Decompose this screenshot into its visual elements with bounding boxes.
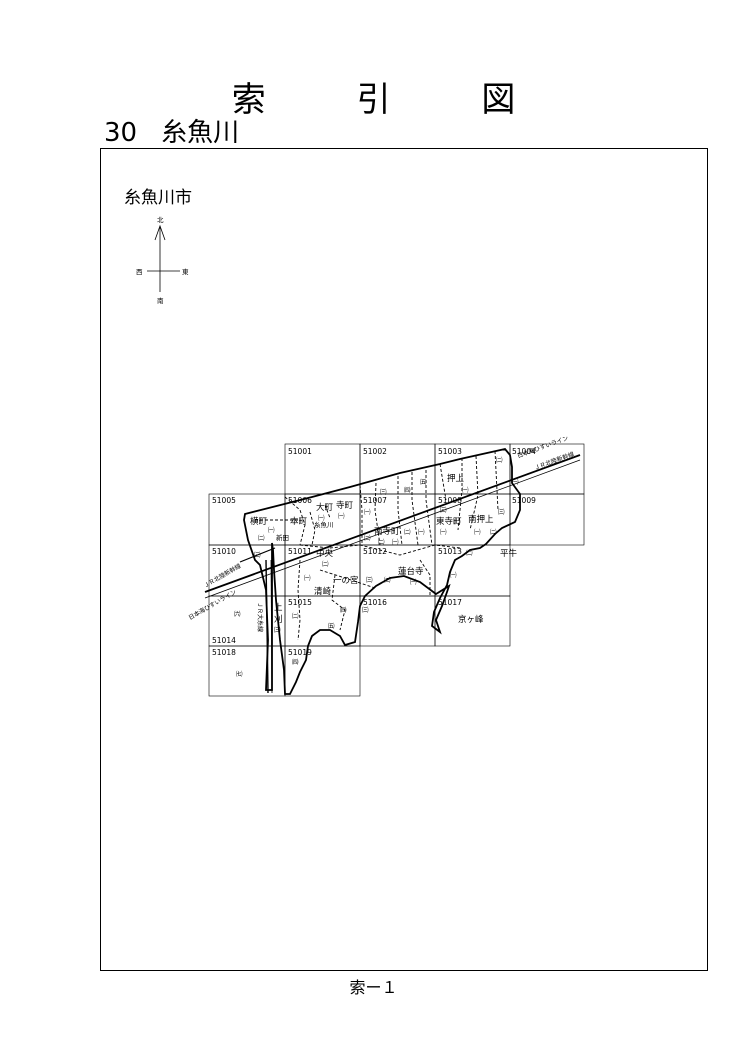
town-labels: 押上 大町 寺町 横町 本町 糸魚川 新田 南寺町 東寺町 南押上 中央 一の宮… <box>250 473 518 625</box>
town-heigyu: 平牛 <box>500 548 518 559</box>
numeral: ㈠ <box>474 527 481 536</box>
page-number: 索ー１ <box>349 978 398 997</box>
town-honmachi: 本町 <box>290 516 308 527</box>
sheet-label: 51004 <box>512 447 536 456</box>
title-char-2: 引 <box>356 80 391 120</box>
numeral: ㈦ <box>236 669 243 678</box>
title-char-3: 図 <box>481 80 516 120</box>
sheet-label: 51009 <box>512 496 536 505</box>
chome-numerals: ㈠ ㈡ ㈠ ㈤ ㈣ ㈢ ㈠ ㈠ ㈠ ㈠ ㈡ ㈢ ㈡ ㈡ ㈠ ㈡ ㈠ ㈢ ㈡ ㈠ … <box>234 455 519 678</box>
town-shinden: 新田 <box>276 533 289 542</box>
numeral: ㈡ <box>364 533 371 542</box>
numeral: ㈡ <box>466 548 473 557</box>
sheet-label: 51014 <box>212 636 236 645</box>
sheet-label: 51008 <box>438 496 462 505</box>
town-yokomachi: 横町 <box>250 516 268 527</box>
compass-east: 東 <box>182 267 189 276</box>
town-minamioshiage: 南押上 <box>468 514 494 525</box>
sheet-label: 51002 <box>363 447 387 456</box>
town-rendaiji: 蓮台寺 <box>398 566 424 577</box>
numeral: ㈠ <box>462 485 469 494</box>
town-omachi: 大町 <box>316 502 334 513</box>
numeral: ㈡ <box>384 575 391 584</box>
title-char-1: 索 <box>231 80 266 120</box>
sheet-label: 51016 <box>363 598 387 607</box>
numeral: ㈠ <box>318 513 325 522</box>
compass <box>147 224 180 292</box>
railways <box>204 454 581 694</box>
compass-north: 北 <box>157 216 164 224</box>
city-name: 糸魚川市 <box>124 188 192 208</box>
numeral: ㈡ <box>490 527 497 536</box>
numeral: ㈡ <box>292 611 299 620</box>
rail-label-oito: ＪＲ大糸線 <box>256 602 264 632</box>
town-higashiteramachi: 東寺町 <box>436 516 462 527</box>
town-chuo: 中央 <box>316 548 334 559</box>
sheet-label: 51017 <box>438 598 462 607</box>
sheet-label: 51003 <box>438 447 462 456</box>
numeral: ㈠ <box>512 477 519 486</box>
region-name: 糸魚川 <box>161 118 240 148</box>
town-kiyosaki: 清崎 <box>314 586 332 597</box>
numeral: ㈢ <box>362 605 369 614</box>
compass-west: 西 <box>136 268 143 276</box>
town-oshiage: 押上 <box>447 473 465 484</box>
numeral: ㈡ <box>454 517 461 526</box>
sheet-label: 51001 <box>288 447 312 456</box>
numeral: ㈡ <box>378 537 385 546</box>
numeral: ㈠ <box>410 577 417 586</box>
town-kamikariya-2: 刈 <box>274 614 283 625</box>
compass-south: 南 <box>157 296 164 305</box>
town-minamiteramachi: 南寺町 <box>374 526 400 537</box>
rail-label-hisui-west: 日本海ひすいライン <box>187 588 238 622</box>
numeral: ㈤ <box>420 477 427 486</box>
numeral: ㈠ <box>450 570 457 579</box>
numeral: ㈣ <box>404 485 411 494</box>
numeral: ㈥ <box>234 609 241 618</box>
region-number: 30 <box>104 118 138 148</box>
sheet-label: 51018 <box>212 648 236 657</box>
numeral: ㈢ <box>498 507 505 516</box>
town-kyogamine: 京ヶ峰 <box>458 614 484 625</box>
numeral: ㈢ <box>366 575 373 584</box>
sheet-label: 51005 <box>212 496 236 505</box>
sheet-label: 51019 <box>288 648 312 657</box>
numeral: ㈣ <box>292 657 299 666</box>
numeral: ㈢ <box>254 550 261 559</box>
rail-label-shinkansen: ＪＲ北陸新幹線 <box>533 450 575 472</box>
region-heading: 30 糸魚川 <box>104 112 239 149</box>
sheet-label: 51011 <box>288 547 312 556</box>
numeral: ㈢ <box>380 487 387 496</box>
numeral: ㈣ <box>340 605 347 614</box>
numeral: ㈠ <box>418 527 425 536</box>
numeral: ㈡ <box>322 559 329 568</box>
town-teramachi: 寺町 <box>336 501 354 511</box>
numeral: ㈠ <box>268 525 275 534</box>
numeral: ㈡ <box>258 533 265 542</box>
page-title: 索 引 図 <box>0 72 747 121</box>
numeral: ㈢ <box>274 625 281 634</box>
numeral: ㈡ <box>496 455 503 464</box>
city-boundary <box>243 448 521 695</box>
numeral: ㈡ <box>404 527 411 536</box>
sheet-label: 51013 <box>438 547 462 556</box>
map-frame <box>100 148 708 971</box>
town-itoigawa: 糸魚川 <box>314 520 334 529</box>
sheet-label: 51015 <box>288 598 312 607</box>
numeral: ㈠ <box>364 507 371 516</box>
town-ichinomiya: 一の宮 <box>333 575 359 586</box>
numeral: ㈢ <box>440 505 447 514</box>
numeral: ㈤ <box>328 621 335 630</box>
numeral: ㈠ <box>440 527 447 536</box>
sheet-label: 51010 <box>212 547 236 556</box>
sheet-grid <box>208 443 585 697</box>
numeral: ㈠ <box>392 537 399 546</box>
numeral: ㈠ <box>304 573 311 582</box>
numeral: ㈠ <box>338 511 345 520</box>
sheet-label: 51012 <box>363 547 387 556</box>
town-kamikariya-1: 上 <box>274 603 283 613</box>
